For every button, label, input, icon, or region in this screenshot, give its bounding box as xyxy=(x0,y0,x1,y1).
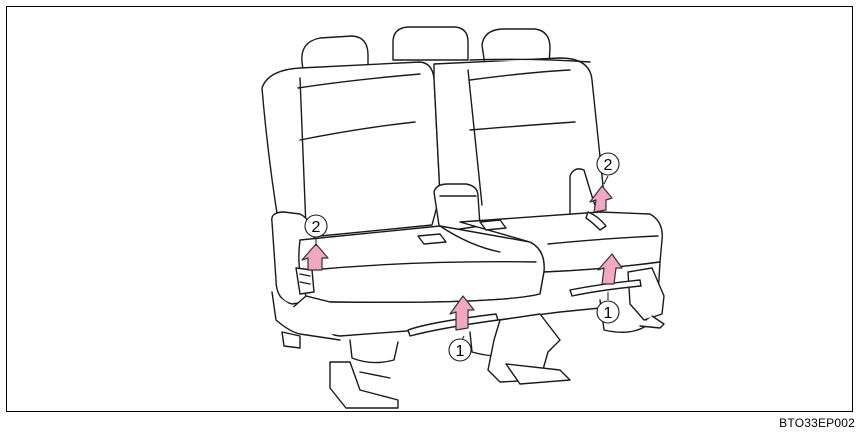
callout-release-left: 2 xyxy=(305,215,327,237)
leader-release-right xyxy=(604,176,608,184)
figure-code: BTO33EP002 xyxy=(779,416,855,430)
callout-release-right: 2 xyxy=(597,153,619,175)
seatbelt-buckle-left xyxy=(418,234,446,244)
seat-hinge-left xyxy=(282,332,300,348)
seat-leg-left xyxy=(330,362,398,408)
seatback-left xyxy=(262,62,440,238)
seat-leg-center xyxy=(488,314,570,384)
release-handle-left xyxy=(296,268,314,294)
callout-release-left-label: 2 xyxy=(312,219,321,236)
callout-lever-left-label: 1 xyxy=(456,343,465,360)
callout-release-right-label: 2 xyxy=(604,157,613,174)
callout-lever-left: 1 xyxy=(449,339,471,361)
headrest-center xyxy=(393,27,468,60)
callout-lever-right: 1 xyxy=(597,301,619,323)
callout-lever-right-label: 1 xyxy=(604,305,613,322)
